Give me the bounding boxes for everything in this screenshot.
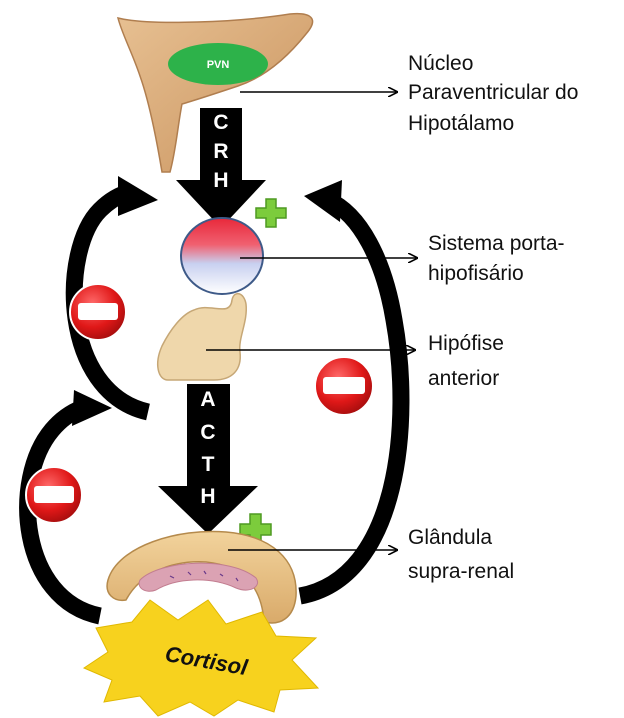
label-hipofise: Hipófise anterior bbox=[428, 332, 504, 390]
label-hipofise-line-1: Hipófise bbox=[428, 332, 504, 355]
label-nucleo-line-3: Hipotálamo bbox=[408, 112, 514, 135]
label-nucleo: Núcleo Paraventricular do Hipotálamo bbox=[408, 52, 578, 135]
minus-circle-icon bbox=[315, 357, 373, 415]
acth-letter-a: A bbox=[200, 388, 215, 411]
label-glandula: Glândula supra-renal bbox=[408, 526, 514, 583]
acth-letter-h: H bbox=[200, 485, 215, 508]
acth-letter-c: C bbox=[200, 421, 215, 444]
label-glandula-line-2: supra-renal bbox=[408, 560, 514, 583]
label-hipofise-line-2: anterior bbox=[428, 367, 499, 390]
label-nucleo-line-2: Paraventricular do bbox=[408, 81, 578, 104]
minus-circle-icon bbox=[26, 467, 82, 523]
plus-icon bbox=[256, 199, 286, 227]
label-sistema-line-1: Sistema porta- bbox=[428, 232, 565, 255]
pvn-label: PVN bbox=[207, 59, 230, 71]
pituitary-shape bbox=[158, 294, 247, 380]
acth-letter-t: T bbox=[202, 453, 215, 476]
portal-system-circle bbox=[181, 218, 263, 294]
crh-letter-h: H bbox=[213, 169, 228, 192]
acth-arrow: A C T H bbox=[158, 384, 258, 534]
label-glandula-line-1: Glândula bbox=[408, 526, 492, 549]
label-sistema-line-2: hipofisário bbox=[428, 262, 524, 285]
label-nucleo-line-1: Núcleo bbox=[408, 52, 473, 75]
crh-letter-r: R bbox=[213, 140, 228, 163]
crh-arrow: C R H bbox=[176, 108, 266, 228]
minus-circle-icon bbox=[70, 284, 126, 340]
crh-letter-c: C bbox=[213, 111, 228, 134]
label-sistema: Sistema porta- hipofisário bbox=[428, 232, 565, 285]
